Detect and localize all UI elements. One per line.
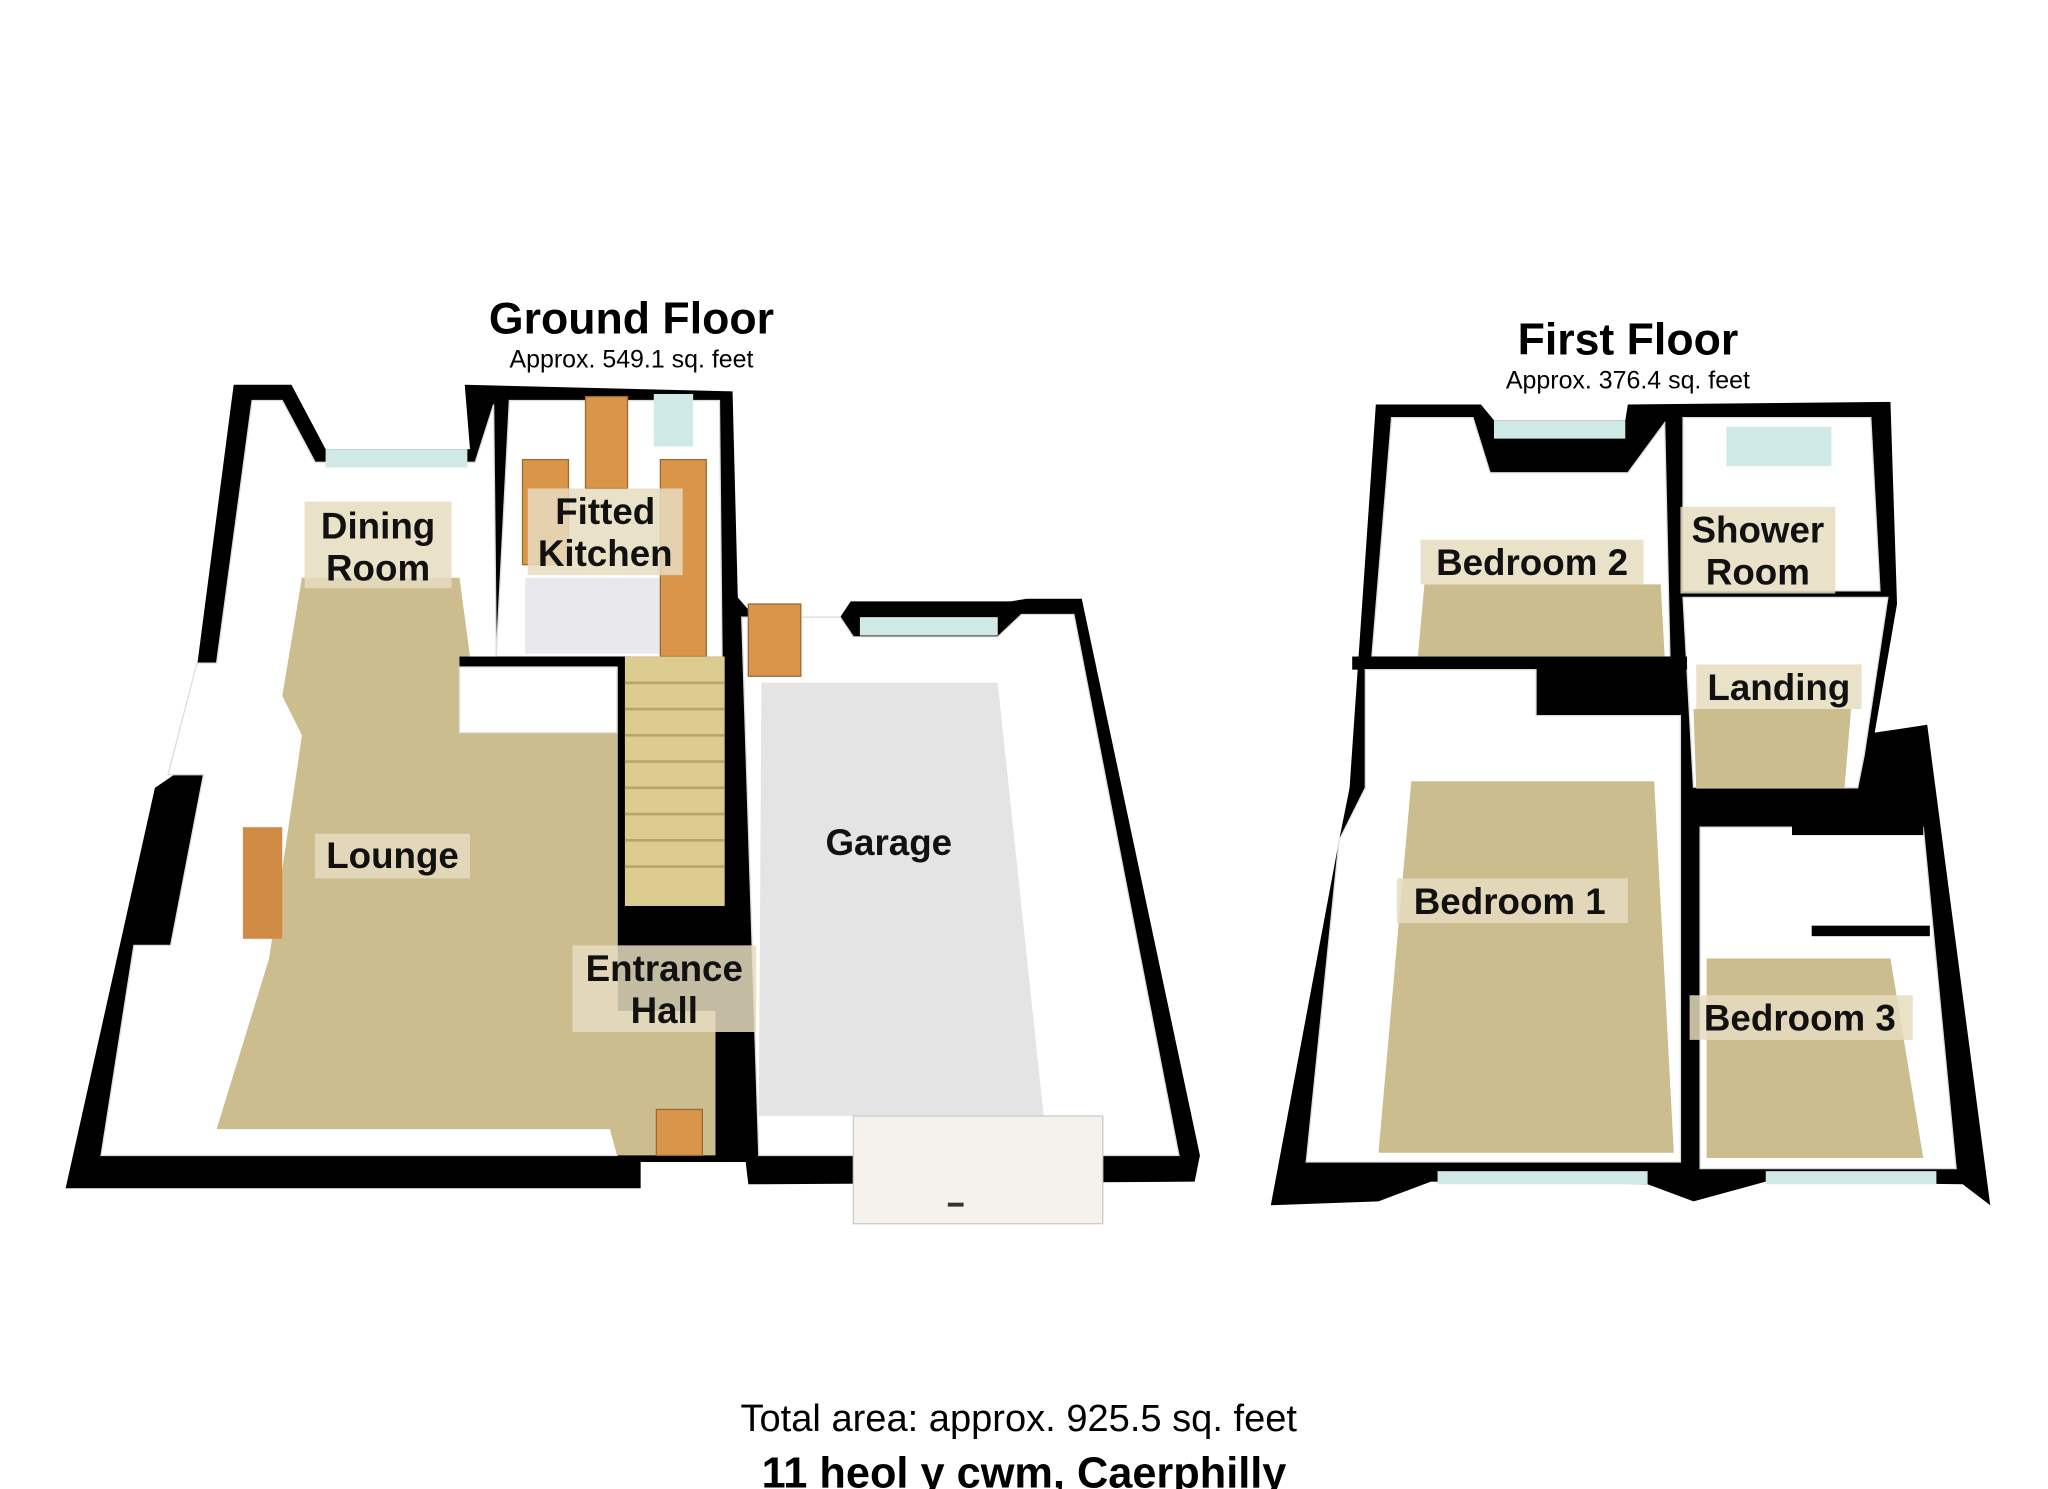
first-floor-plan [1270,401,1991,1206]
garage-door [852,1115,1104,1225]
kitchen-floor [525,577,683,654]
room-label-shower-room-2: Room [1706,551,1810,592]
bedroom2-window [1493,420,1626,439]
first-floor-title: First Floor [1518,316,1739,365]
room-label-bedroom-2: Bedroom 2 [1436,542,1628,583]
ground-floor-area: Approx. 549.1 sq. feet [509,346,753,374]
cupboard-wall [1792,824,1924,836]
garage-window [859,617,998,636]
room-label-landing: Landing [1707,667,1850,708]
cupboard-wall-2 [1811,925,1930,937]
staircase [624,656,725,906]
garage-side-door [747,603,802,677]
total-area: Total area: approx. 925.5 sq. feet [740,1398,1297,1440]
front-door [655,1108,704,1157]
bedroom1-window [1437,1171,1648,1185]
room-label-bedroom-3: Bedroom 3 [1704,998,1896,1039]
dining-window [325,449,468,468]
bedroom3-window [1765,1171,1937,1185]
kitchen-door [584,395,629,490]
garage-door-handle [947,1202,964,1207]
room-label-entrance-hall-2: Hall [631,990,698,1031]
garage-floor [758,682,1044,1117]
bedroom3-floor [1706,958,1924,1159]
kitchen-window [653,393,694,447]
room-label-kitchen-1: Fitted [555,491,655,532]
first-floor-area: Approx. 376.4 sq. feet [1506,367,1750,395]
room-label-kitchen-2: Kitchen [538,533,673,574]
room-label-dining-room-2: Room [326,547,430,588]
bedroom1-floor [1378,781,1674,1153]
room-label-shower-room-1: Shower [1691,509,1824,550]
fireplace [242,827,283,939]
bedroom2-floor [1417,584,1665,657]
landing-floor [1693,709,1852,788]
partition-wall [459,656,631,668]
room-label-lounge: Lounge [326,835,459,876]
room-label-dining-room-1: Dining [321,505,435,546]
ground-floor-plan [65,384,1200,1225]
bedroom-partition [1352,656,1687,670]
room-label-bedroom-1: Bedroom 1 [1414,881,1606,922]
ground-floor-title: Ground Floor [489,295,774,344]
shower-window [1726,426,1832,467]
address: 11 heol y cwm, Caerphilly [762,1450,1287,1489]
room-label-entrance-hall-1: Entrance [586,948,743,989]
bedroom3-wall [1683,787,1697,1182]
room-label-garage: Garage [825,822,952,863]
partition-face [458,666,618,734]
